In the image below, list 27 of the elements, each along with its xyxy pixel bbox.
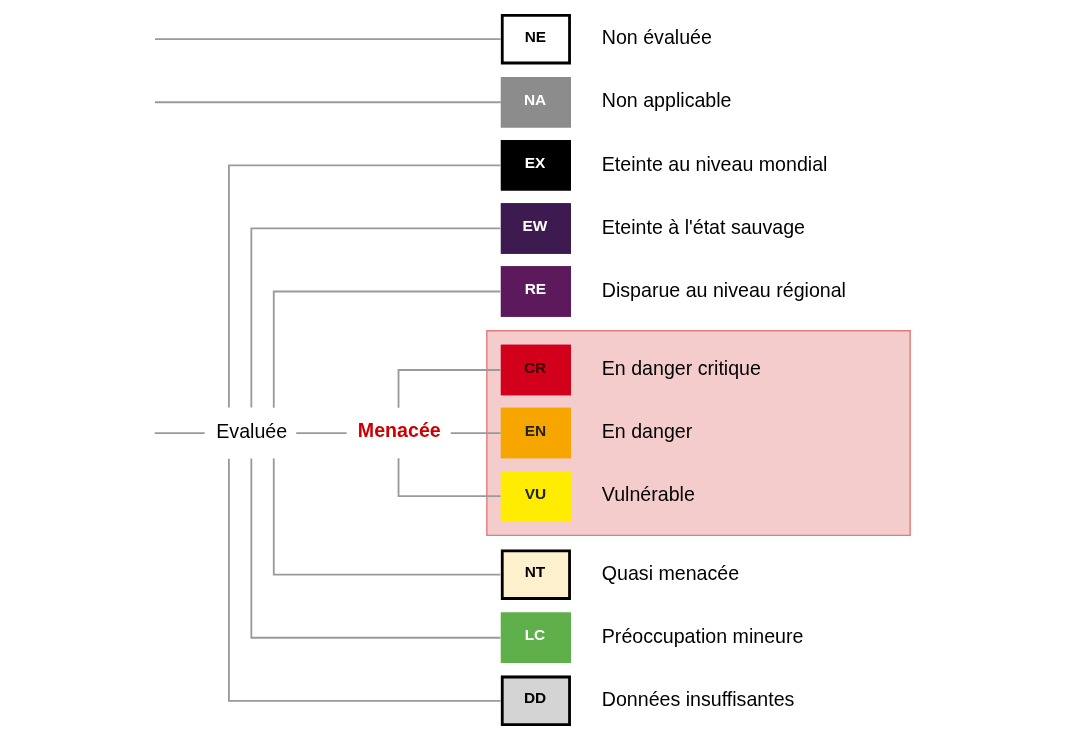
- connector: [228, 457, 502, 702]
- connector: [295, 432, 348, 434]
- node-label: Non applicable: [601, 89, 732, 112]
- connector: [272, 290, 502, 409]
- connector: [154, 38, 502, 41]
- node-label: En danger critique: [601, 357, 761, 380]
- connector: [228, 164, 502, 409]
- cluster: [486, 330, 911, 537]
- connector: [272, 457, 502, 576]
- node-label: Disparue au niveau régional: [601, 278, 846, 301]
- node-label: Données insuffisantes: [601, 688, 795, 711]
- node-label: Vulnérable: [601, 483, 695, 506]
- connector: [397, 369, 502, 409]
- node-label: Quasi menacée: [601, 561, 740, 584]
- node-label: En danger: [601, 420, 693, 443]
- node-text: Evaluée: [216, 420, 288, 443]
- connector: [153, 432, 206, 434]
- node-text: Menacée: [357, 418, 441, 441]
- node-label: Préoccupation mineure: [601, 624, 804, 647]
- connector: [250, 457, 502, 639]
- node-label: Non évaluée: [601, 26, 712, 49]
- connector: [154, 101, 502, 104]
- connector: [449, 432, 502, 434]
- connector: [397, 457, 502, 498]
- node-label: Eteinte à l'état sauvage: [601, 215, 806, 238]
- connector: [250, 227, 502, 409]
- node-label: Eteinte au niveau mondial: [601, 152, 828, 175]
